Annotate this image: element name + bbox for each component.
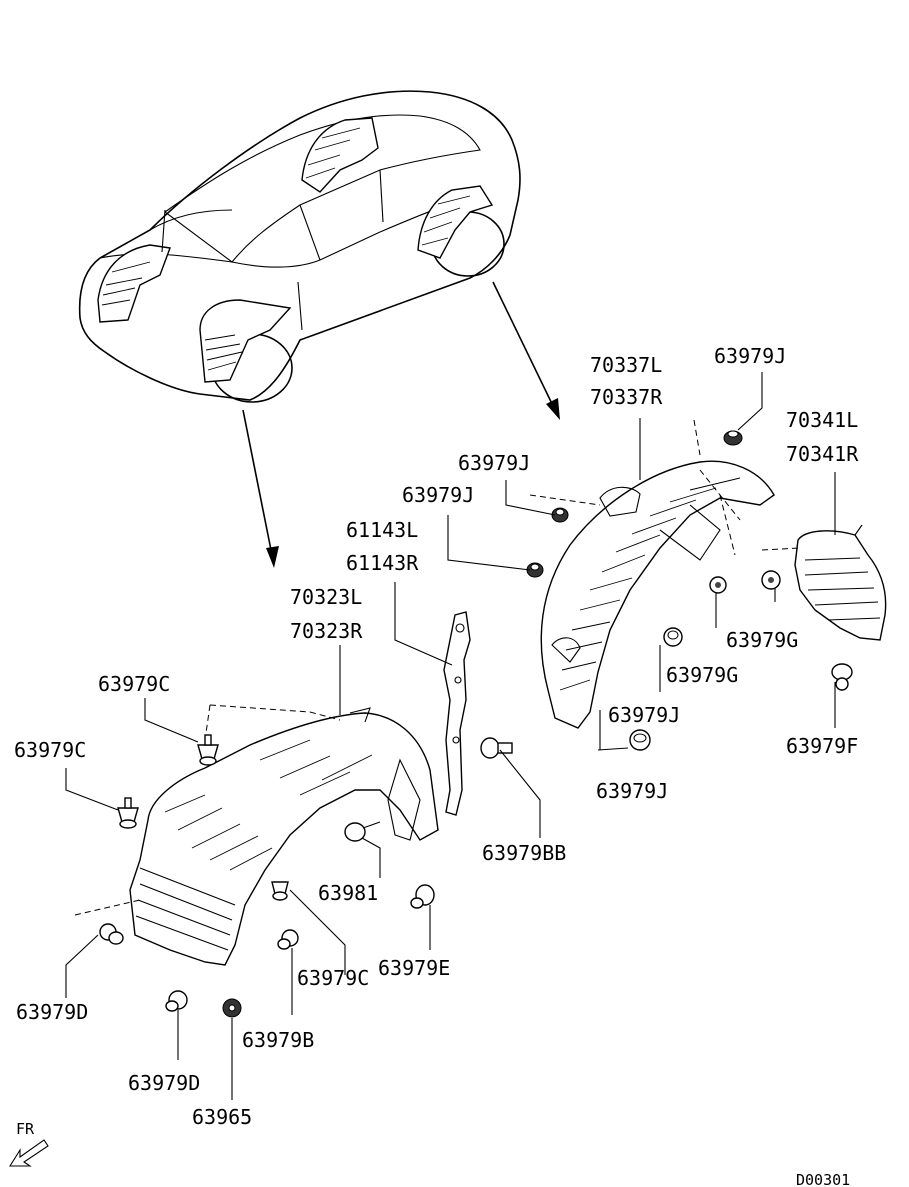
label-63979J-a: 63979J: [458, 451, 530, 475]
callout-arrows: [242, 281, 560, 568]
fasteners: [99, 430, 853, 1018]
label-63981: 63981: [318, 881, 378, 905]
label-63979D-b: 63979D: [128, 1071, 200, 1095]
label-63979C-low: 63979C: [297, 966, 369, 990]
label-70341L: 70341L: [786, 408, 858, 432]
car-rear-left-liner: [301, 117, 379, 193]
leader-lines: [65, 372, 836, 1100]
rear-splash-shield-70341: [794, 524, 887, 641]
label-61143R: 61143R: [346, 551, 419, 575]
car-front-right-liner: [199, 299, 292, 383]
label-63979G-b: 63979G: [666, 663, 738, 687]
label-63979C-top: 63979C: [98, 672, 170, 696]
rear-wheel-liner-70337: [540, 460, 775, 729]
bracket-61143: [443, 611, 471, 816]
label-63979J-top: 63979J: [714, 344, 786, 368]
label-63979G-a: 63979G: [726, 628, 798, 652]
label-63979J-c: 63979J: [608, 703, 680, 727]
label-63979C-mid: 63979C: [14, 738, 86, 762]
part-labels: 70337L 70337R 63979J 70341L 70341R 63979…: [14, 344, 859, 1129]
front-wheel-liner-70323: [129, 704, 439, 966]
direction-label: FR: [16, 1120, 35, 1138]
label-63979E: 63979E: [378, 956, 450, 980]
car-illustration: [78, 90, 521, 403]
car-rear-right-liner: [417, 185, 494, 259]
label-70337R: 70337R: [590, 385, 663, 409]
label-63979J-b: 63979J: [402, 483, 474, 507]
front-arrow-icon: [9, 1139, 49, 1167]
label-63979B: 63979B: [242, 1028, 314, 1052]
diagram-code: D00301: [796, 1171, 850, 1187]
label-70323L: 70323L: [290, 585, 362, 609]
label-63979F: 63979F: [786, 734, 858, 758]
label-63979J-d: 63979J: [596, 779, 668, 803]
front-direction-indicator: FR: [9, 1120, 49, 1167]
label-63979BB: 63979BB: [482, 841, 566, 865]
label-70323R: 70323R: [290, 619, 363, 643]
label-70337L: 70337L: [590, 353, 662, 377]
car-front-left-liner: [97, 244, 171, 323]
label-63979D-a: 63979D: [16, 1000, 88, 1024]
label-63965: 63965: [192, 1105, 252, 1129]
label-61143L: 61143L: [346, 518, 418, 542]
label-70341R: 70341R: [786, 442, 859, 466]
